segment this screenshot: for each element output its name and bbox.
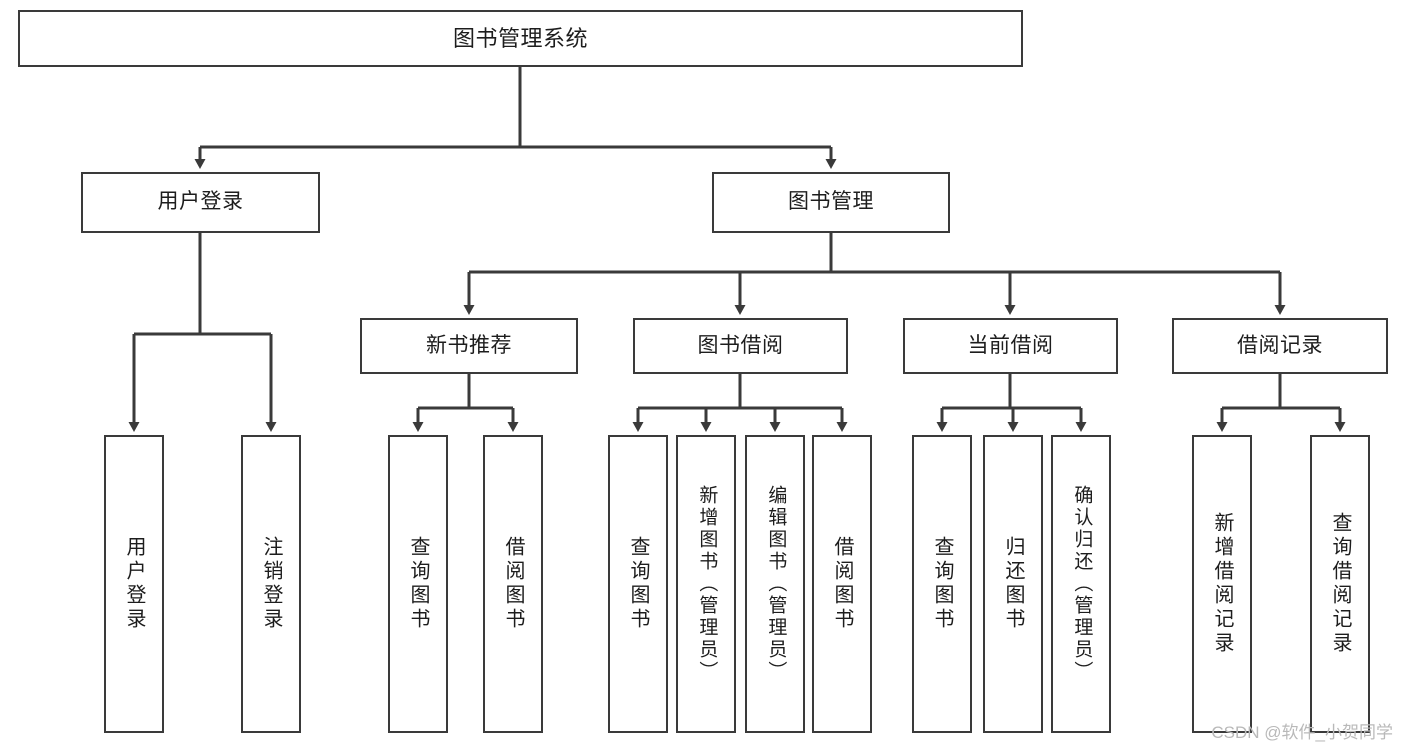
node-user-login[interactable]: 用户登录 [81, 172, 320, 233]
node-leaf[interactable]: 查询借阅记录 [1310, 435, 1370, 733]
node-root[interactable]: 图书管理系统 [18, 10, 1023, 67]
node-leaf-label: 查询图书 [627, 536, 649, 632]
node-leaf-label: 确认归还（管理员） [1071, 485, 1093, 683]
node-leaf-label: 编辑图书（管理员） [765, 485, 787, 683]
node-borrow-record[interactable]: 借阅记录 [1172, 318, 1388, 374]
node-leaf-label: 新增图书（管理员） [696, 485, 718, 683]
node-current-borrow-label: 当前借阅 [967, 333, 1054, 357]
node-leaf[interactable]: 编辑图书（管理员） [745, 435, 805, 733]
node-leaf[interactable]: 归还图书 [983, 435, 1043, 733]
node-current-borrow[interactable]: 当前借阅 [903, 318, 1118, 374]
node-leaf[interactable]: 确认归还（管理员） [1051, 435, 1111, 733]
node-leaf[interactable]: 借阅图书 [483, 435, 543, 733]
node-leaf-label: 借阅图书 [502, 536, 524, 632]
node-leaf-label: 新增借阅记录 [1211, 512, 1233, 656]
node-leaf-label: 查询图书 [407, 536, 429, 632]
node-book-borrow[interactable]: 图书借阅 [633, 318, 848, 374]
node-root-label: 图书管理系统 [452, 25, 588, 51]
node-new-book-recommend[interactable]: 新书推荐 [360, 318, 578, 374]
node-leaf[interactable]: 查询图书 [388, 435, 448, 733]
node-new-book-recommend-label: 新书推荐 [426, 333, 512, 357]
node-leaf-label: 查询借阅记录 [1329, 512, 1351, 656]
node-leaf-label: 归还图书 [1002, 536, 1024, 632]
node-leaf-label: 用户登录 [123, 536, 145, 632]
node-leaf-label: 借阅图书 [831, 536, 853, 632]
watermark-text: CSDN @软件_小贺同学 [1211, 723, 1393, 742]
node-leaf-label: 查询图书 [931, 536, 953, 632]
node-borrow-record-label: 借阅记录 [1237, 333, 1323, 357]
node-book-borrow-label: 图书借阅 [697, 333, 784, 357]
node-leaf[interactable]: 查询图书 [608, 435, 668, 733]
node-leaf-label: 注销登录 [260, 536, 282, 632]
node-leaf[interactable]: 新增图书（管理员） [676, 435, 736, 733]
node-leaf[interactable]: 用户登录 [104, 435, 164, 733]
node-book-management[interactable]: 图书管理 [712, 172, 950, 233]
node-leaf[interactable]: 借阅图书 [812, 435, 872, 733]
node-leaf[interactable]: 注销登录 [241, 435, 301, 733]
node-user-login-label: 用户登录 [157, 190, 244, 214]
node-book-management-label: 图书管理 [788, 190, 874, 214]
node-leaf[interactable]: 新增借阅记录 [1192, 435, 1252, 733]
node-leaf[interactable]: 查询图书 [912, 435, 972, 733]
